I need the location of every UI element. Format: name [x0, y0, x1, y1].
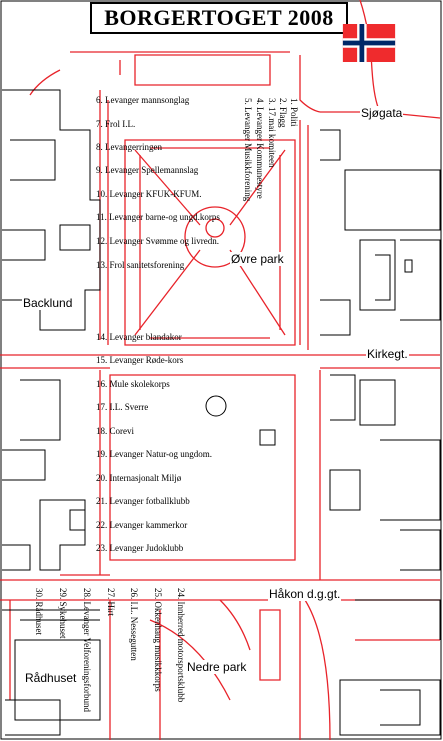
- participant-3: 3. 17.mai komiteen: [267, 98, 277, 168]
- place-radhuset: Rådhuset: [24, 671, 78, 685]
- participant-24: 24. Innherred motorsportsklubb: [176, 588, 186, 703]
- participant-20: 20. Internasjonalt Miljø: [96, 473, 182, 483]
- participant-22: 22. Levanger kammerkor: [96, 520, 188, 530]
- participant-12: 12. Levanger Svømme og livredn.: [96, 236, 219, 246]
- participant-5: 5. Levanger Musikkforening: [243, 98, 253, 202]
- participant-6: 6. Levanger mannsonglag: [96, 95, 190, 105]
- participant-19: 19. Levanger Natur-og ungdom.: [96, 449, 213, 459]
- place-nedre-park: Nedre park: [186, 660, 248, 674]
- participant-15: 15. Levanger Røde-kors: [96, 355, 184, 365]
- participant-9: 9. Levanger Spellemannslag: [96, 165, 199, 175]
- place-backlund: Backlund: [22, 296, 74, 310]
- place-kirkegt: Kirkegt.: [366, 347, 409, 361]
- place-ovre-park: Øvre park: [230, 252, 285, 266]
- participant-27: 27. Hirt: [106, 588, 116, 616]
- participant-17: 17. I.L. Sverre: [96, 402, 149, 412]
- participant-4: 4. Levanger Kommunestyre: [255, 98, 265, 199]
- participant-2: 2. Flagg: [278, 98, 288, 128]
- participant-21: 21. Levanger fotballklubb: [96, 496, 190, 506]
- participant-10: 10. Levanger KFUK-KFUM.: [96, 189, 202, 199]
- map-title: BORGERTOGET 2008: [90, 2, 348, 34]
- participant-14: 14. Levanger blandakor: [96, 332, 182, 342]
- participant-18: 18. Corevi: [96, 426, 134, 436]
- participant-11: 11. Levanger barne-og ungd.korps: [96, 212, 220, 222]
- participant-29: 29. Sykehuset: [58, 588, 68, 639]
- participant-28: 28. Levanger Velforeningsforbund: [82, 588, 92, 713]
- building-outlines: [2, 89, 441, 736]
- participant-30: 30. Rådhuset: [34, 588, 44, 635]
- place-hakon: Håkon d.g.gt.: [268, 587, 342, 601]
- participant-25: 25. Okkenhaug musikkkorps: [153, 588, 163, 692]
- participant-8: 8. Levangerringen: [96, 142, 162, 152]
- participant-1: 1. Politi: [289, 98, 299, 127]
- participant-16: 16. Mule skolekorps: [96, 379, 170, 389]
- norwegian-flag-icon: [342, 24, 396, 62]
- place-sjogata: Sjøgata: [360, 106, 404, 120]
- participant-13: 13. Frol sanitetsforening: [96, 260, 185, 270]
- participant-26: 26. I.L. Nessegutten: [129, 588, 139, 661]
- participant-23: 23. Levanger Judoklubb: [96, 543, 184, 553]
- participant-7: 7. Frol I.L.: [96, 119, 136, 129]
